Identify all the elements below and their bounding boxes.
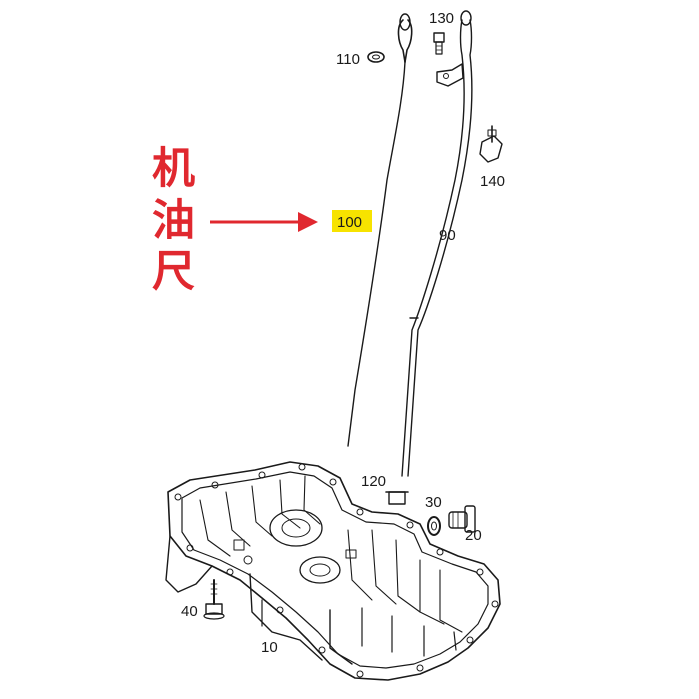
drain-plug-20: [448, 505, 476, 533]
part-label-90: 90: [439, 227, 456, 244]
part-label-110: 110: [336, 51, 360, 68]
dipstick-label-highlight: [332, 210, 372, 232]
part-label-10: 10: [261, 639, 278, 656]
part-label-100: 100: [337, 214, 362, 231]
part-label-120: 120: [361, 473, 386, 490]
bolt-130: [433, 32, 445, 55]
part-label-30: 30: [425, 494, 442, 511]
oil-pan-10: [165, 461, 501, 681]
part-label-40: 40: [181, 603, 198, 620]
dipstick-guide-tube: [401, 10, 473, 477]
o-ring-110: [367, 51, 385, 63]
part-label-140: 140: [480, 173, 505, 190]
cap-120: [385, 491, 409, 505]
callout-char-2: 油: [152, 196, 195, 246]
callout-arrow: [210, 212, 318, 232]
part-label-20: 20: [465, 527, 482, 544]
washer-30: [427, 516, 441, 536]
dipstick: [347, 13, 413, 447]
bolt-40: [203, 579, 225, 620]
clip-140: [479, 125, 503, 163]
callout-char-1: 机: [152, 144, 195, 194]
part-label-130: 130: [429, 10, 454, 27]
callout-char-3: 尺: [152, 247, 195, 297]
